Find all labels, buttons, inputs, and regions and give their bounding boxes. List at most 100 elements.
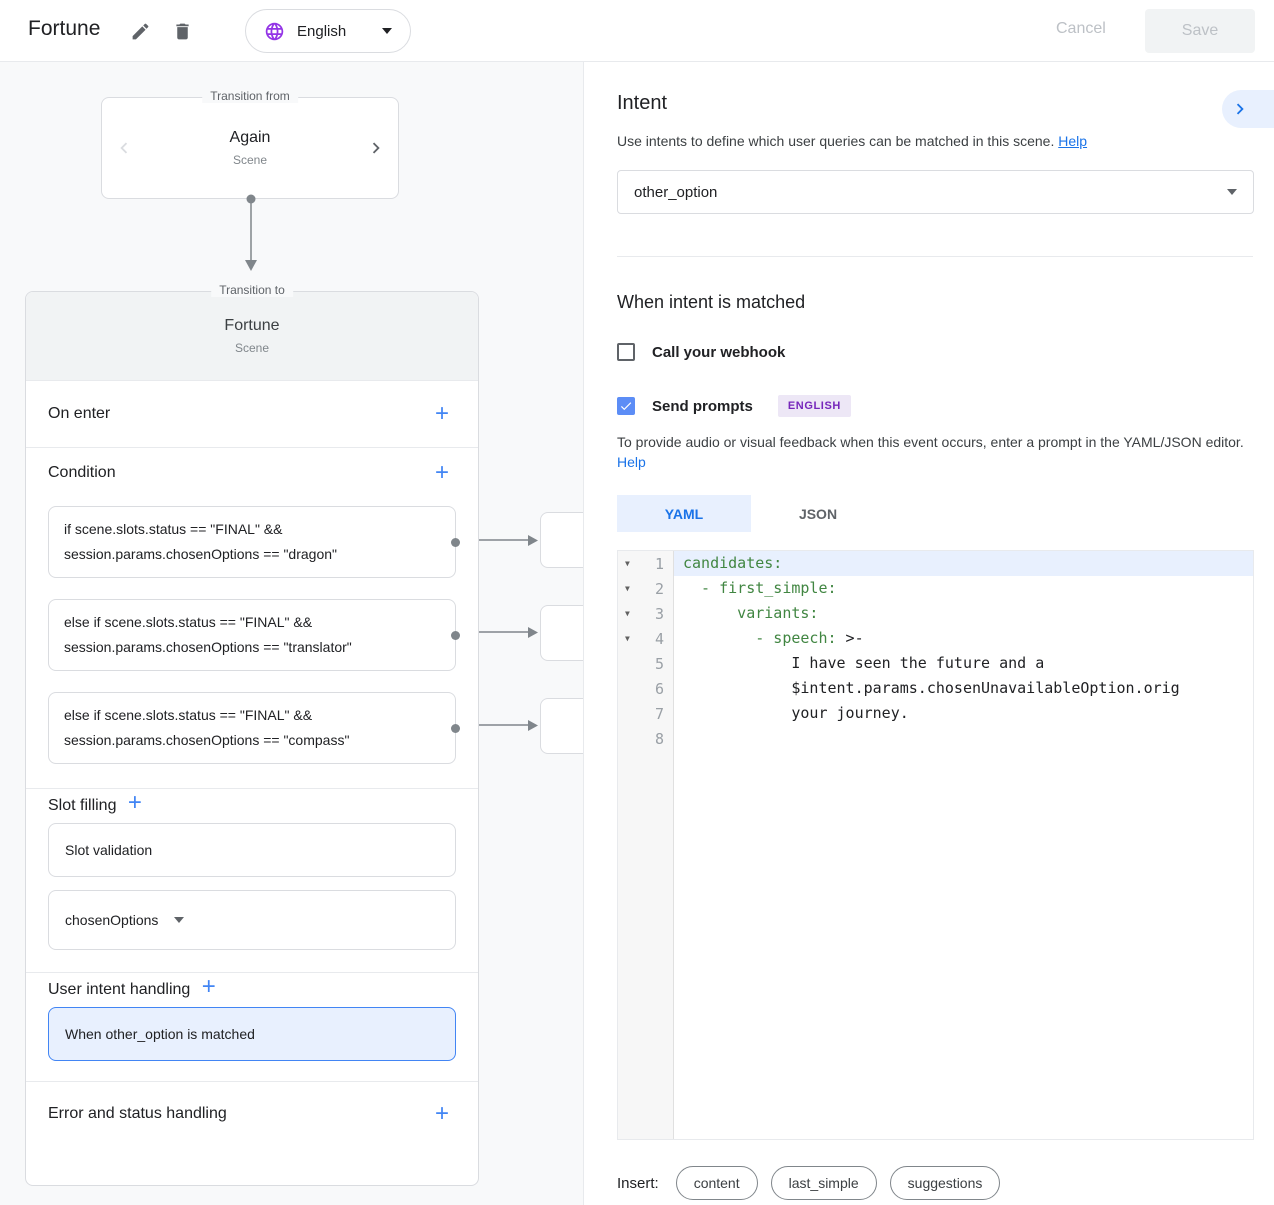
- send-prompts-checkbox[interactable]: [617, 397, 635, 415]
- prompt-hint: To provide audio or visual feedback when…: [617, 432, 1265, 472]
- condition-card[interactable]: else if scene.slots.status == "FINAL" &&…: [48, 599, 460, 671]
- line-number: ▼2: [618, 576, 674, 601]
- tab-json[interactable]: JSON: [798, 505, 838, 522]
- transition-target-box[interactable]: [540, 698, 583, 754]
- scene-title: Fortune: [28, 17, 101, 40]
- chevron-right-icon: [372, 142, 380, 154]
- add-slot-button[interactable]: +: [121, 789, 149, 817]
- from-scene-type: Scene: [232, 153, 268, 167]
- slot-param-card[interactable]: chosenOptions: [48, 890, 456, 950]
- code-line[interactable]: $intent.params.chosenUnavailableOption.o…: [683, 679, 1180, 697]
- language-selector[interactable]: English: [245, 9, 412, 53]
- condition-text: session.params.chosenOptions == "compass…: [64, 732, 350, 748]
- line-number: 5: [618, 651, 674, 676]
- insert-chip-last_simple[interactable]: last_simple: [770, 1166, 877, 1200]
- condition-text: session.params.chosenOptions == "dragon": [64, 546, 337, 562]
- add-condition-button[interactable]: +: [428, 459, 456, 487]
- top-bar: Fortune English Cancel Save: [0, 0, 1274, 62]
- error-handling-section: Error and status handling +: [26, 1082, 478, 1146]
- language-badge: ENGLISH: [777, 395, 851, 417]
- cancel-button[interactable]: Cancel: [1046, 16, 1116, 42]
- user-intent-section: User intent handling + When other_option…: [26, 973, 478, 1082]
- transition-target-box[interactable]: [540, 512, 583, 568]
- selected-intent-value: other_option: [634, 183, 718, 201]
- fold-arrow-icon[interactable]: ▼: [625, 609, 630, 618]
- code-line[interactable]: - first_simple:: [683, 579, 837, 597]
- insert-label: Insert:: [617, 1174, 659, 1192]
- intent-help-link[interactable]: Help: [1058, 133, 1088, 149]
- code-line[interactable]: your journey.: [683, 704, 909, 722]
- scene-flow-panel: Transition from Again Scene Transition t…: [0, 62, 583, 1205]
- code-line[interactable]: candidates:: [674, 551, 1253, 576]
- slot-filling-section: Slot filling + Slot validation chosenOpt…: [26, 789, 478, 973]
- webhook-checkbox[interactable]: [617, 343, 635, 361]
- condition-text: if scene.slots.status == "FINAL" &&: [64, 521, 283, 537]
- slot-validation-label: Slot validation: [65, 842, 153, 858]
- intent-handler-label: When other_option is matched: [65, 1026, 255, 1042]
- slot-filling-label: Slot filling: [48, 797, 117, 814]
- edit-scene-button[interactable]: [128, 19, 152, 43]
- chevron-down-icon: [382, 28, 393, 34]
- add-on-enter-button[interactable]: +: [428, 400, 456, 428]
- condition-label: Condition: [48, 464, 116, 481]
- condition-card[interactable]: if scene.slots.status == "FINAL" && sessi…: [48, 506, 460, 578]
- line-number: 7: [618, 701, 674, 726]
- panel-title: Intent: [617, 92, 668, 114]
- collapse-panel-button[interactable]: [1222, 90, 1274, 128]
- to-scene-name: Fortune: [224, 317, 280, 334]
- slot-validation-card[interactable]: Slot validation: [48, 823, 456, 877]
- delete-scene-button[interactable]: [170, 19, 194, 43]
- check-icon: [620, 402, 632, 411]
- matched-heading: When intent is matched: [617, 292, 806, 312]
- fold-arrow-icon[interactable]: ▼: [625, 584, 630, 593]
- send-prompts-label: Send prompts: [652, 397, 753, 415]
- user-intent-label: User intent handling: [48, 981, 191, 998]
- next-scene-button[interactable]: [364, 136, 388, 160]
- chevron-right-icon: [1236, 103, 1244, 115]
- connector-dot: [451, 723, 460, 733]
- fold-arrow-icon[interactable]: ▼: [625, 634, 630, 643]
- condition-card[interactable]: else if scene.slots.status == "FINAL" &&…: [48, 692, 460, 764]
- to-scene-type: Scene: [234, 341, 270, 355]
- code-line[interactable]: [674, 726, 1253, 751]
- condition-text: else if scene.slots.status == "FINAL" &&: [64, 707, 313, 723]
- scene-card: Transition to Fortune Scene On enter + C…: [25, 283, 479, 1186]
- intent-description-text: Use intents to define which user queries…: [617, 133, 1055, 149]
- pencil-icon: [132, 23, 148, 39]
- condition-text: else if scene.slots.status == "FINAL" &&: [64, 614, 313, 630]
- code-line[interactable]: I have seen the future and a: [683, 654, 1045, 672]
- send-prompts-row: Send prompts ENGLISH: [617, 395, 1253, 417]
- transition-to-legend: Transition to: [211, 283, 293, 297]
- intent-handler-card-selected[interactable]: When other_option is matched: [48, 1007, 456, 1061]
- code-line[interactable]: - speech: >-: [683, 629, 864, 647]
- line-number: ▼3: [618, 601, 674, 626]
- code-empty[interactable]: [674, 751, 1253, 1139]
- transition-target-box[interactable]: [540, 605, 583, 661]
- intent-select[interactable]: other_option: [617, 170, 1254, 214]
- editor-empty-area[interactable]: [618, 751, 1253, 1139]
- tab-yaml[interactable]: YAML: [617, 495, 751, 532]
- code-line[interactable]: variants:: [683, 604, 819, 622]
- condition-section: Condition + if scene.slots.status == "FI…: [26, 448, 478, 789]
- chevron-down-icon: [1227, 189, 1237, 195]
- connector-dot: [451, 630, 460, 640]
- add-error-handler-button[interactable]: +: [428, 1100, 456, 1128]
- gutter-filler: [618, 751, 674, 1139]
- trash-icon: [175, 23, 189, 39]
- scene-card-header[interactable]: Transition to Fortune Scene: [26, 283, 478, 381]
- add-intent-handler-button[interactable]: +: [195, 973, 223, 1001]
- connector-dot: [451, 537, 460, 547]
- from-scene-name: Again: [229, 129, 271, 146]
- insert-chip-suggestions[interactable]: suggestions: [889, 1166, 1001, 1200]
- transition-from-card[interactable]: Transition from Again Scene: [101, 89, 399, 199]
- insert-chip-content[interactable]: content: [675, 1166, 758, 1200]
- prompt-help-link[interactable]: Help: [617, 454, 646, 470]
- prev-scene-button[interactable]: [112, 136, 136, 160]
- webhook-label: Call your webhook: [652, 343, 786, 361]
- prompt-hint-text: To provide audio or visual feedback when…: [617, 434, 1244, 450]
- error-handling-label: Error and status handling: [48, 1105, 227, 1122]
- save-button[interactable]: Save: [1145, 9, 1255, 53]
- line-number: ▼4: [618, 626, 674, 651]
- fold-arrow-icon[interactable]: ▼: [625, 559, 630, 568]
